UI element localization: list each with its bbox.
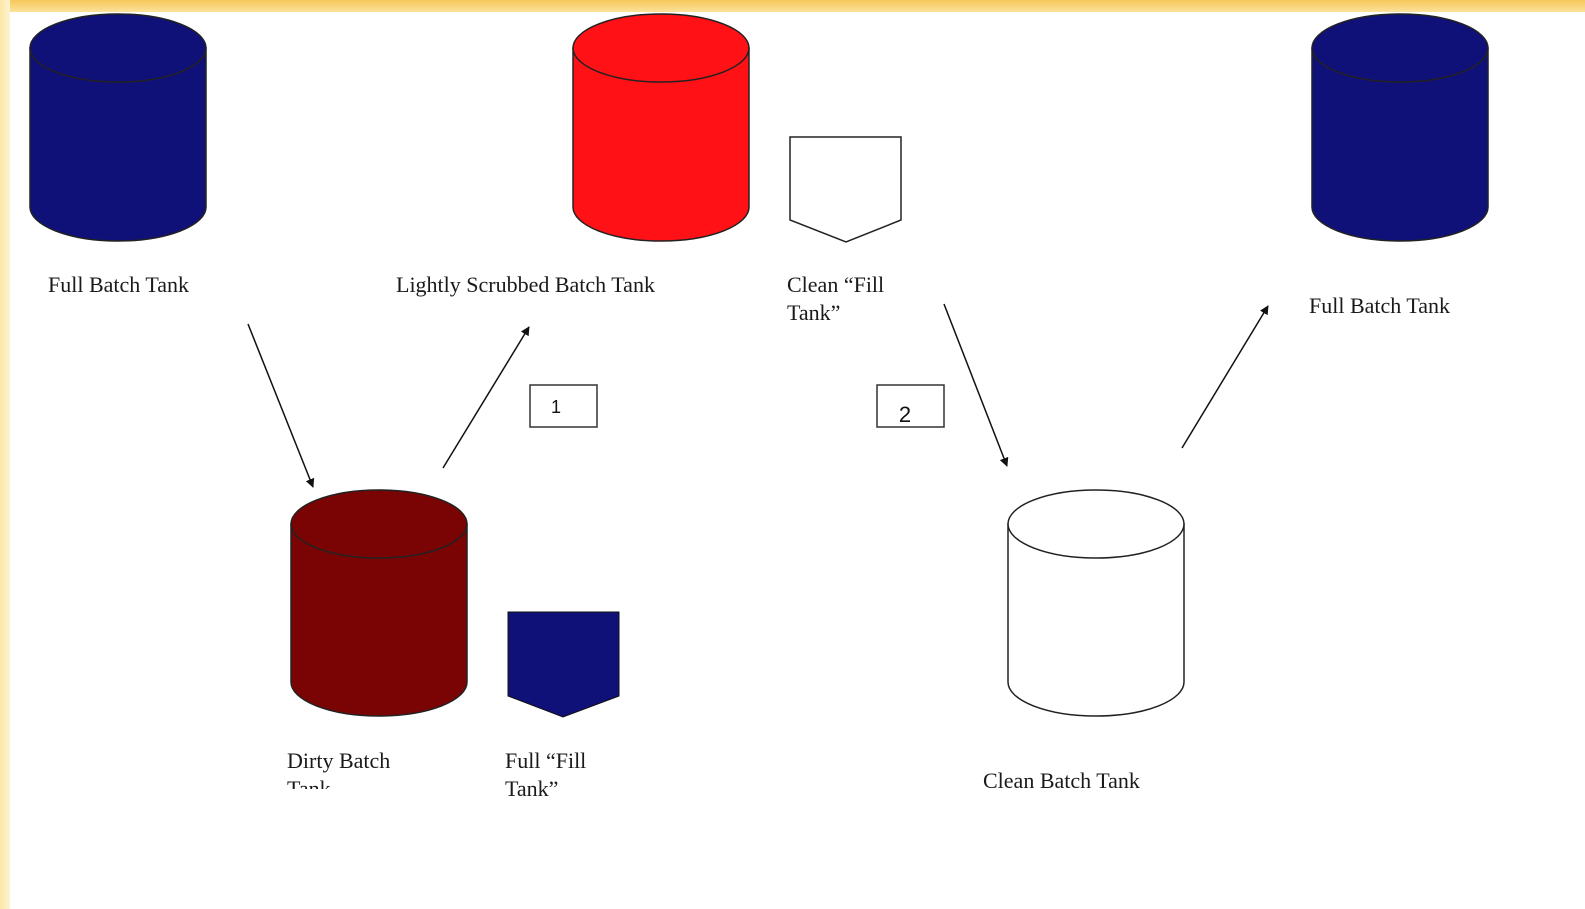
label-clean-fill-tank-line2: Tank” [787, 300, 841, 325]
arrow-full-to-dirty [247, 323, 315, 488]
step-box-2 [876, 384, 945, 428]
tank-lightly-scrubbed [572, 13, 750, 242]
label-clean-fill-tank-line1: Clean “Fill [787, 272, 885, 297]
arrow-dirty-to-scrubbed [442, 326, 530, 469]
tank-full-batch-right [1311, 13, 1489, 242]
label-clean-fill-tank: Clean “Fill Tank” [787, 271, 884, 327]
fill-tank-full [507, 611, 620, 718]
label-full-batch-tank-left: Full Batch Tank [48, 272, 190, 297]
label-lightly-scrubbed-batch-tank: Lightly Scrubbed Batch Tank [396, 272, 655, 297]
arrow-fill-to-clean [943, 303, 1009, 467]
step-box-1 [529, 384, 598, 428]
label-full-fill-tank-line2: Tank” [505, 776, 559, 801]
fill-tank-clean [789, 136, 902, 243]
tank-dirty-batch [290, 489, 468, 717]
tank-clean-batch [1007, 489, 1185, 717]
step-number-1: 1 [550, 397, 561, 417]
tank-full-batch-left [29, 13, 207, 242]
label-full-fill-tank: Full “Fill Tank” [505, 747, 586, 803]
label-full-fill-tank-line1: Full “Fill [505, 748, 587, 773]
label-full-batch-tank-right: Full Batch Tank [1309, 293, 1451, 318]
label-dirty-batch-tank: Dirty Batch Tank [287, 748, 391, 789]
window-frame-left [0, 0, 10, 909]
label-clean-batch-tank: Clean Batch Tank [983, 768, 1140, 793]
arrow-clean-to-full [1181, 305, 1269, 449]
step-number-2: 2 [898, 402, 912, 427]
window-frame-top [0, 0, 1585, 12]
